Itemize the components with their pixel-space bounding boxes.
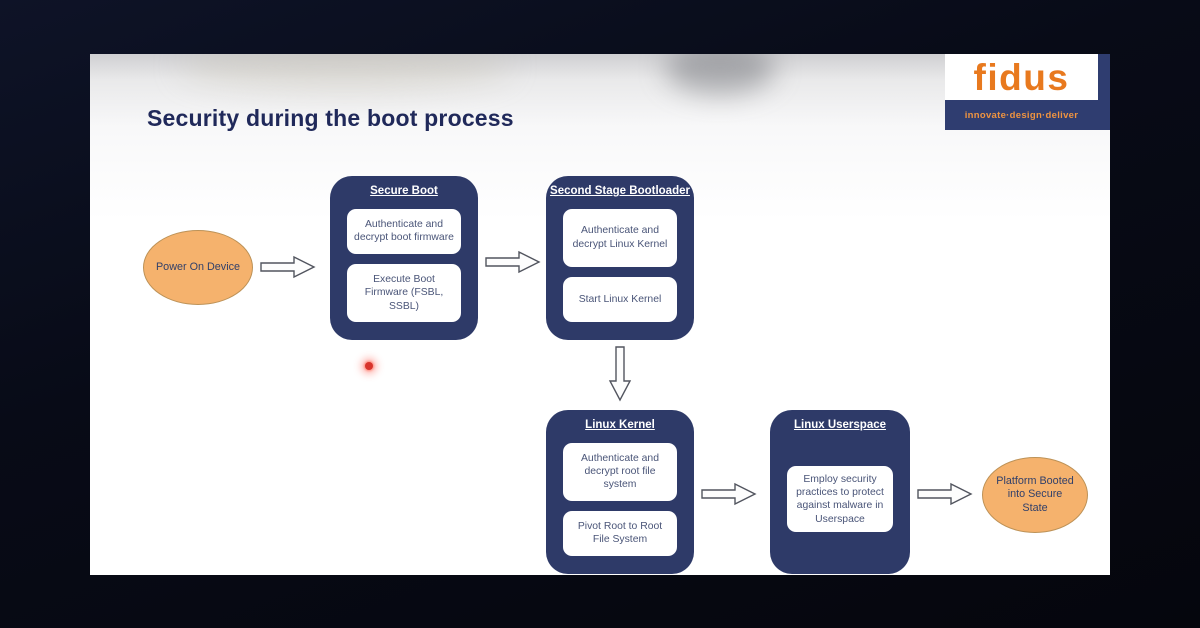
- slide: Security during the boot process fidus i…: [90, 54, 1110, 575]
- step-box: Authenticate and decrypt Linux Kernel: [563, 208, 677, 267]
- stage-steps: Authenticate and decrypt Linux Kernel St…: [563, 204, 677, 327]
- stage-title: Linux Userspace: [793, 419, 887, 431]
- step-box: Employ security practices to protect aga…: [787, 466, 893, 533]
- end-node-label: Platform Booted into Secure State: [996, 474, 1074, 514]
- stage-secure-boot: Secure Boot Authenticate and decrypt boo…: [330, 176, 478, 340]
- arrow-kernel-to-userspace-icon: [701, 482, 757, 506]
- slide-title: Security during the boot process: [147, 105, 514, 131]
- fidus-logo: fidus innovate·design·deliver: [945, 54, 1110, 130]
- stage-linux-userspace: Linux Userspace Employ security practice…: [770, 410, 910, 574]
- step-box: Pivot Root to Root File System: [563, 510, 677, 556]
- stage-linux-kernel: Linux Kernel Authenticate and decrypt ro…: [546, 410, 694, 574]
- stage-steps: Authenticate and decrypt boot firmware E…: [347, 204, 461, 327]
- fidus-tagline-strip: innovate·design·deliver: [945, 100, 1098, 130]
- fidus-wordmark: fidus: [973, 56, 1070, 98]
- laser-pointer-dot: [365, 362, 373, 370]
- stage-steps: Authenticate and decrypt root file syste…: [563, 438, 677, 561]
- logo-accent-bar: [1098, 54, 1110, 130]
- stage-second-stage-bootloader: Second Stage Bootloader Authenticate and…: [546, 176, 694, 340]
- arrow-bootloader-to-kernel-icon: [608, 346, 632, 402]
- background-blur-blob: [665, 54, 775, 94]
- stage-steps: Employ security practices to protect aga…: [787, 438, 893, 561]
- step-box: Authenticate and decrypt root file syste…: [563, 442, 677, 501]
- stage-title: Secure Boot: [370, 185, 438, 197]
- start-node-power-on: Power On Device: [143, 230, 253, 305]
- start-node-label: Power On Device: [155, 260, 240, 273]
- end-node-secure-state: Platform Booted into Secure State: [982, 457, 1088, 533]
- arrow-secure-boot-to-bootloader-icon: [485, 250, 541, 274]
- stage-title: Linux Kernel: [585, 419, 655, 431]
- fidus-tagline: innovate·design·deliver: [964, 109, 1079, 121]
- step-box: Execute Boot Firmware (FSBL, SSBL): [347, 264, 461, 322]
- background-blur-strip: [180, 54, 510, 89]
- step-box: Authenticate and decrypt boot firmware: [347, 208, 461, 254]
- stage-title: Second Stage Bootloader: [550, 185, 690, 197]
- arrow-userspace-to-secure-state-icon: [917, 482, 973, 506]
- arrow-power-to-secure-boot-icon: [260, 255, 316, 279]
- step-box: Start Linux Kernel: [563, 276, 677, 322]
- fidus-wordmark-box: fidus: [945, 54, 1098, 100]
